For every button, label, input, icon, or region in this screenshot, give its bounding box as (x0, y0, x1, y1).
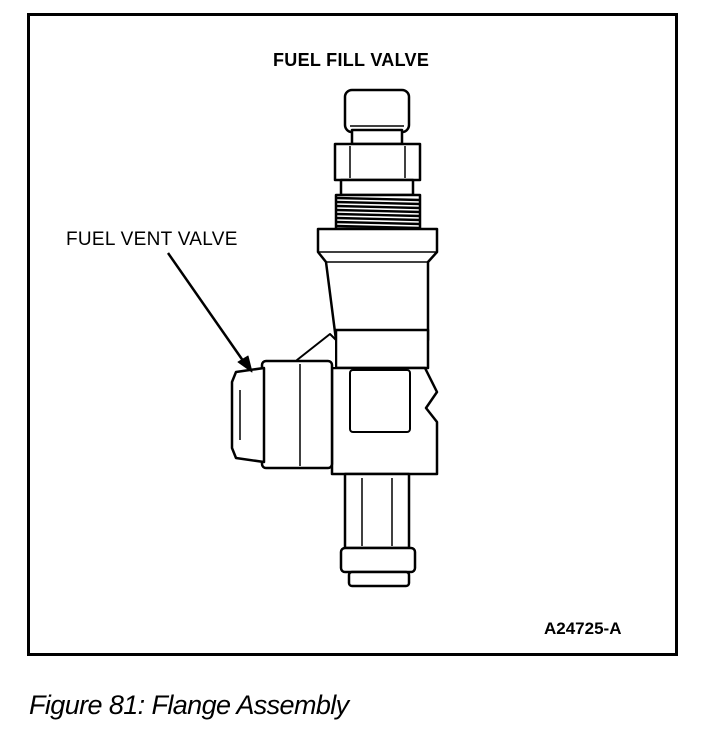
valve-tee-body (316, 366, 439, 476)
fuel-fill-valve-label: FUEL FILL VALVE (273, 50, 430, 70)
figure-frame (27, 13, 678, 656)
valve-lower-nut (339, 546, 417, 588)
drawing-code: A24725-A (544, 619, 622, 638)
fill-valve-neck (350, 128, 404, 146)
valve-mid-collar (334, 328, 430, 370)
fuel-vent-valve-body (260, 359, 334, 470)
fill-valve-cap (343, 88, 411, 134)
fill-valve-collar (339, 178, 415, 197)
fuel-vent-valve-label: FUEL VENT VALVE (66, 229, 238, 250)
fill-valve-threads (334, 193, 422, 231)
valve-lower-tube (343, 472, 411, 550)
fill-valve-hex-nut (333, 142, 422, 182)
vent-valve-arrowhead (237, 355, 253, 373)
fuel-vent-valve-cap (230, 366, 266, 464)
vent-valve-leader (166, 252, 248, 366)
figure-caption: Figure 81: Flange Assembly (29, 690, 349, 720)
